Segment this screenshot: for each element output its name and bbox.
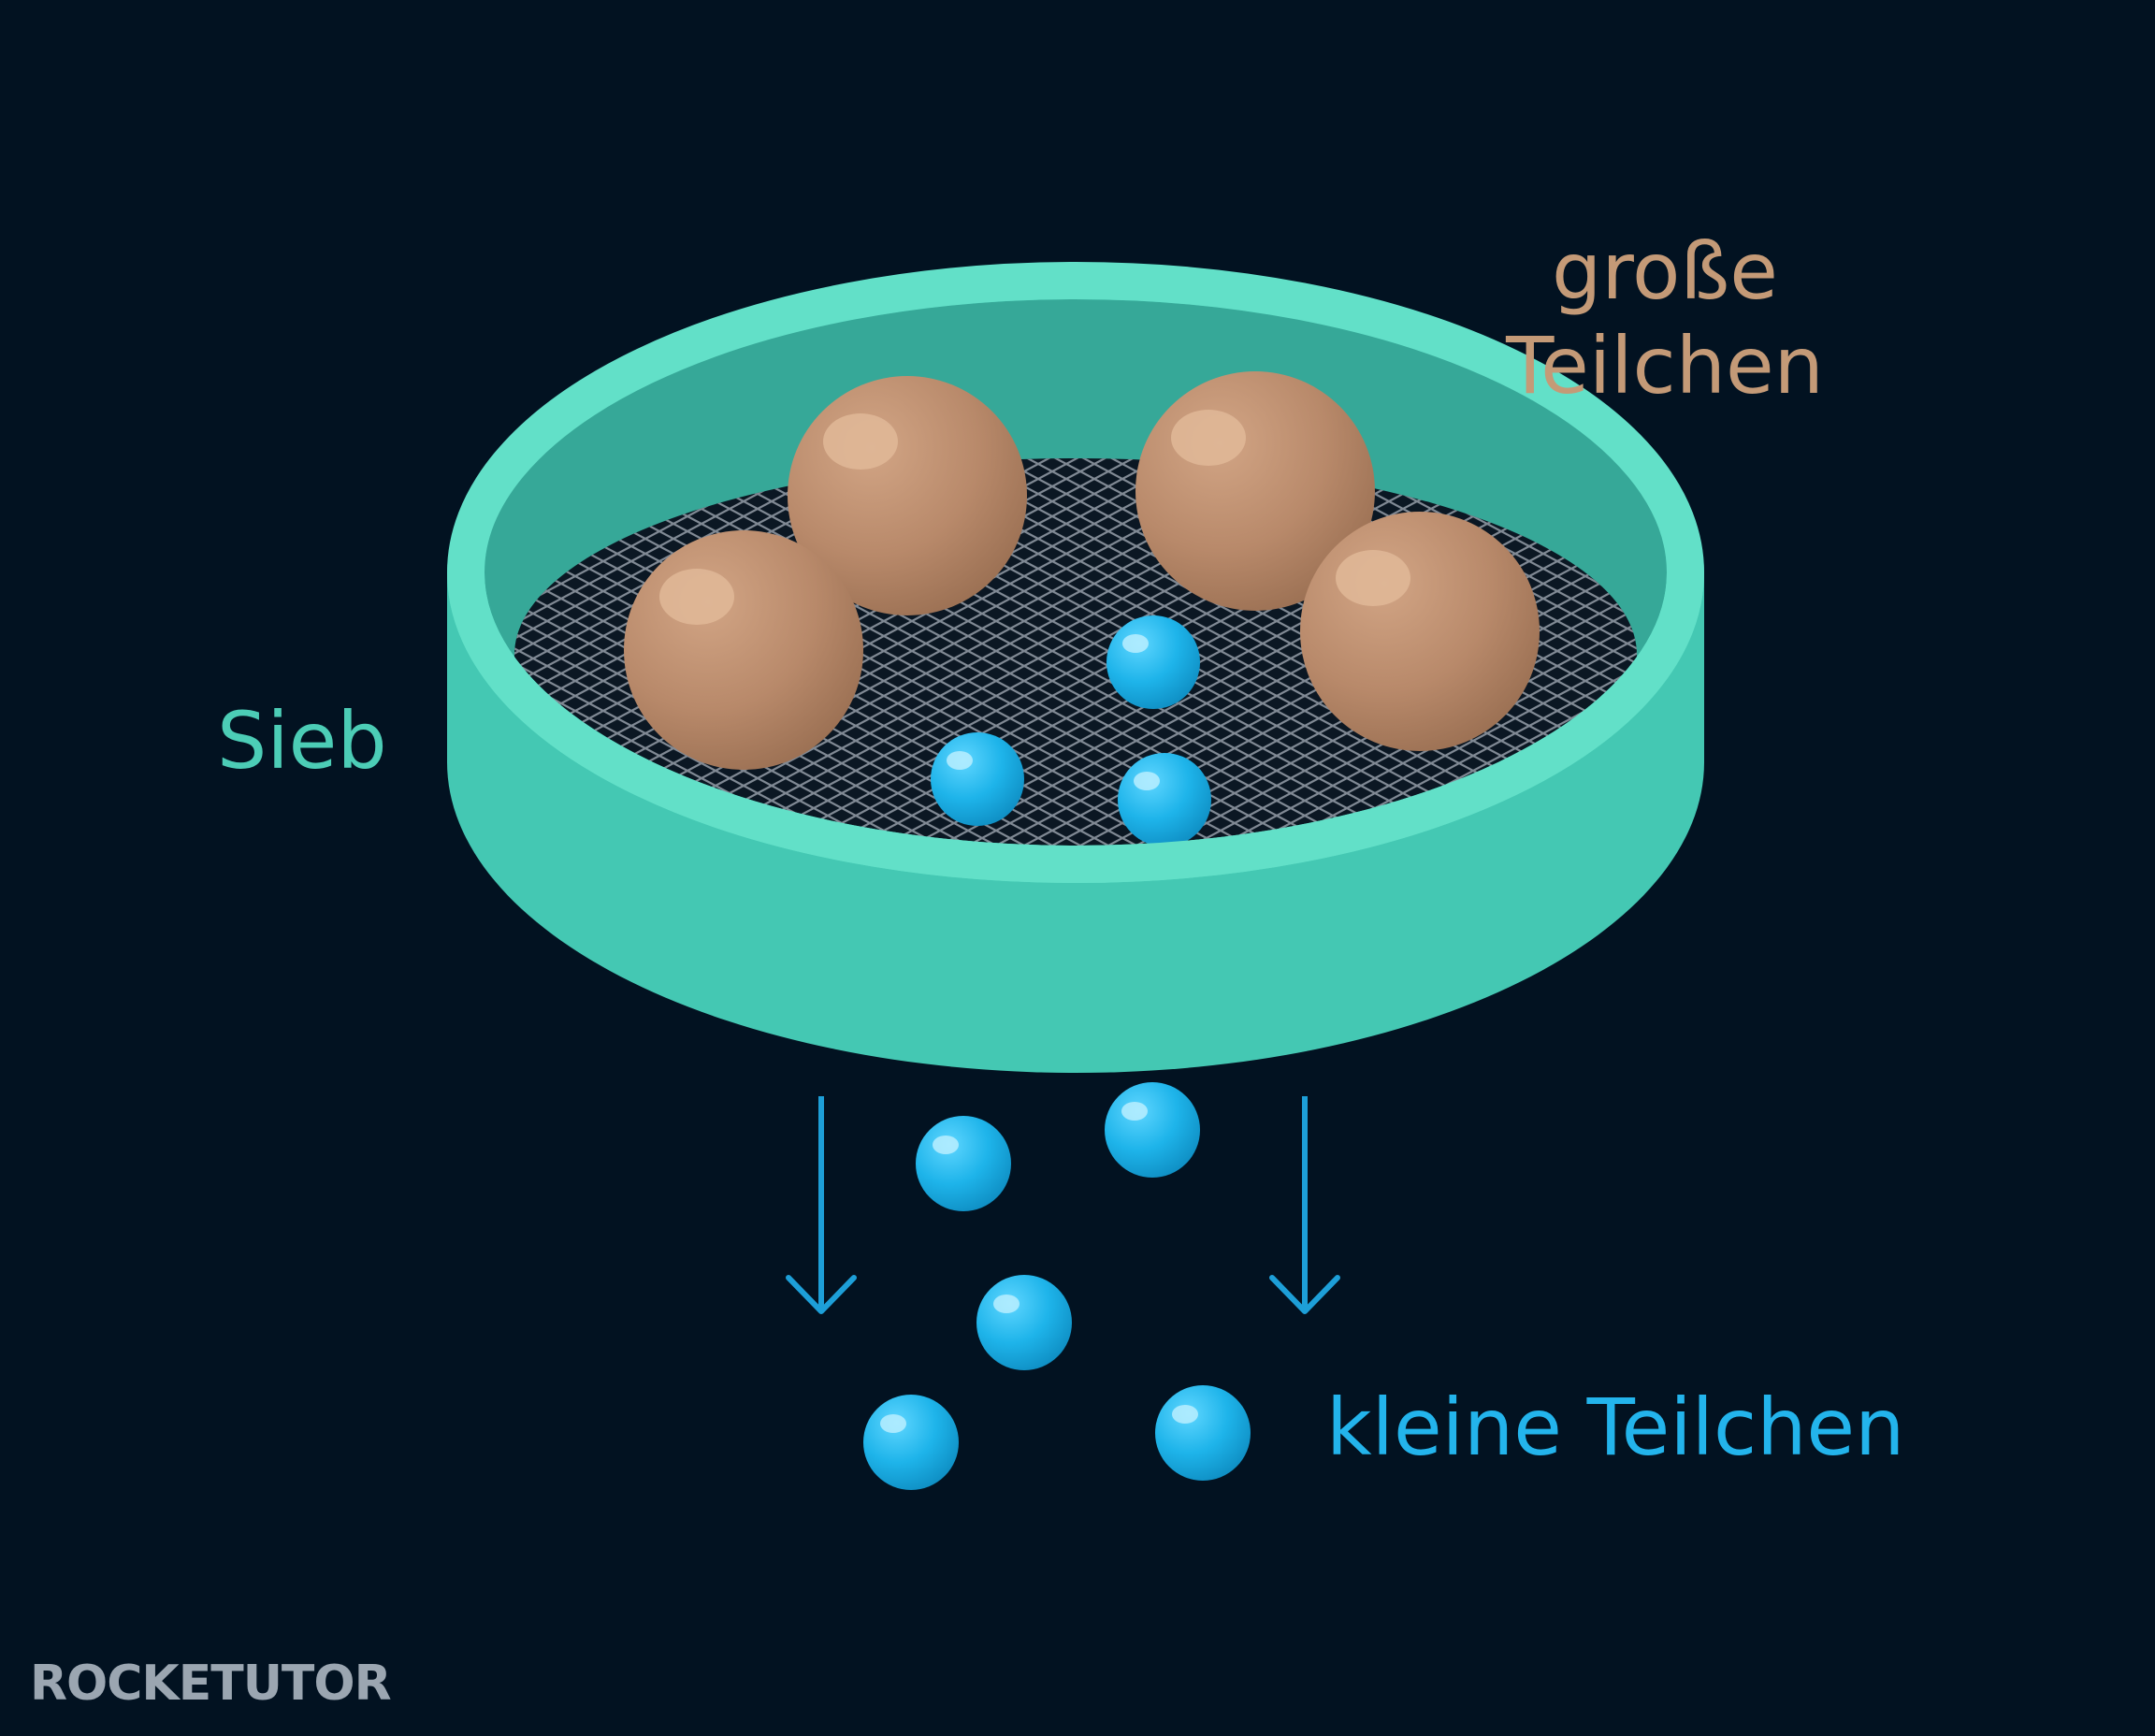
large-particles — [624, 371, 1540, 770]
large-particle — [788, 376, 1027, 615]
sieve-label: Sieb — [217, 695, 387, 787]
small-particles-falling — [863, 1082, 1251, 1490]
small-particle — [976, 1275, 1072, 1370]
large-particle — [1135, 371, 1375, 611]
small-particle — [1106, 615, 1200, 709]
large-particle — [1300, 512, 1540, 751]
large-particles-label: große Teilchen — [1506, 224, 1824, 413]
small-particles-in-sieve — [931, 615, 1211, 846]
small-particle — [863, 1395, 959, 1490]
small-particles-label: kleine Teilchen — [1326, 1382, 1905, 1473]
small-particle — [1105, 1082, 1200, 1178]
small-particle — [1118, 753, 1211, 846]
falling-arrows — [786, 1096, 1340, 1314]
small-particle — [916, 1116, 1011, 1211]
rocketutor-logo: ROCKETUTOR — [30, 1656, 392, 1712]
small-particle — [931, 732, 1024, 826]
arrow-down-right-head — [1269, 1275, 1340, 1314]
large-particles-label-line1: große — [1551, 225, 1778, 317]
large-particles-label-line2: Teilchen — [1506, 319, 1824, 412]
sieve-front-lip — [447, 571, 1704, 883]
arrow-down-left-head — [786, 1275, 857, 1314]
large-particle — [624, 530, 863, 770]
small-particle — [1155, 1385, 1251, 1481]
